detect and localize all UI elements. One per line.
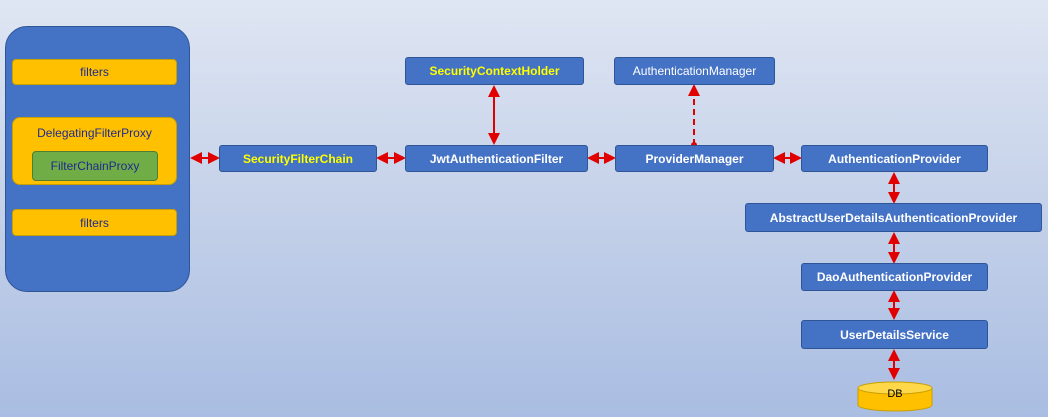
- db-label: DB: [887, 388, 903, 400]
- filter-chain-proxy: FilterChainProxy: [32, 151, 158, 181]
- authentication-manager-node: AuthenticationManager: [614, 57, 775, 85]
- jwt-authentication-filter-node: JwtAuthenticationFilter: [405, 145, 588, 172]
- security-context-holder-node: SecurityContextHolder: [405, 57, 584, 85]
- db-cylinder: [857, 381, 933, 412]
- security-filter-chain-node: SecurityFilterChain: [219, 145, 377, 172]
- delegating-filter-proxy-label: DelegatingFilterProxy: [37, 126, 152, 140]
- provider-manager-node: ProviderManager: [615, 145, 774, 172]
- delegating-filter-proxy: DelegatingFilterProxy FilterChainProxy: [12, 117, 177, 185]
- dao-authentication-provider-node: DaoAuthenticationProvider: [801, 263, 988, 291]
- abstract-user-details-authentication-provider-node: AbstractUserDetailsAuthenticationProvide…: [745, 203, 1042, 232]
- authentication-provider-node: AuthenticationProvider: [801, 145, 988, 172]
- filters-top: filters: [12, 59, 177, 85]
- user-details-service-node: UserDetailsService: [801, 320, 988, 349]
- filters-bottom: filters: [12, 209, 177, 236]
